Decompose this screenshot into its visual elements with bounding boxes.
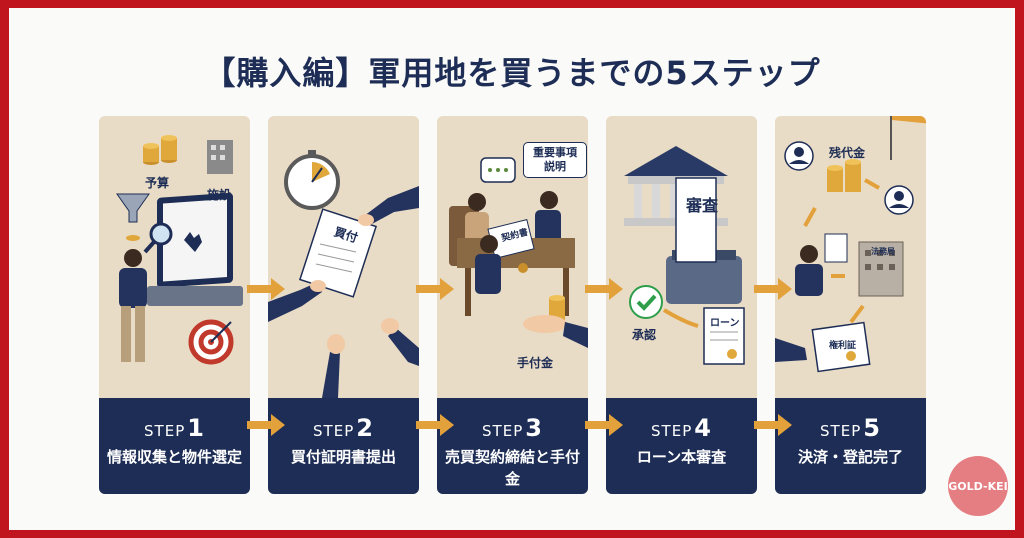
arrow-right-icon bbox=[416, 278, 454, 300]
arrow-right-icon bbox=[247, 278, 285, 300]
label-loan: ローン bbox=[710, 318, 740, 329]
loan-review-illustration bbox=[624, 146, 745, 365]
laptop-icon bbox=[147, 192, 243, 306]
label-facility: 施設 bbox=[207, 188, 232, 202]
step-footer-3: STEP3 売買契約締結と手付金 bbox=[437, 398, 588, 494]
arrow-right-icon bbox=[585, 414, 623, 436]
arrow-right-icon bbox=[585, 278, 623, 300]
label-explanation-bubble: 重要事項説明 bbox=[523, 142, 587, 178]
step-text-1: 情報収集と物件選定 bbox=[106, 448, 242, 466]
step-text-5: 決済・登記完了 bbox=[797, 448, 903, 466]
step-card-2: 買付 STEP2 買付証明書提出 bbox=[268, 116, 419, 494]
flow-arrow-icon bbox=[662, 308, 699, 328]
flag-icon bbox=[890, 116, 926, 160]
check-icon bbox=[629, 285, 663, 319]
stopwatch-icon bbox=[284, 150, 340, 210]
coins-icon bbox=[143, 135, 177, 165]
label-title-deed: 権利証 bbox=[829, 341, 857, 351]
arrow-right-icon bbox=[754, 278, 792, 300]
research-illustration bbox=[116, 135, 243, 365]
coins-icon bbox=[827, 159, 861, 192]
person-avatar-icon-2 bbox=[884, 185, 914, 215]
step-text-4: ローン本審査 bbox=[636, 448, 727, 466]
page-title: 【購入編】軍用地を買うまでの5ステップ bbox=[203, 54, 821, 92]
label-balance: 残代金 bbox=[829, 146, 866, 160]
step-footer-4: STEP4 ローン本審査 bbox=[606, 398, 757, 494]
person-icon bbox=[119, 249, 147, 362]
review-document-icon bbox=[675, 177, 717, 263]
arrow-right-icon bbox=[416, 414, 454, 436]
target-icon bbox=[188, 319, 234, 365]
magnifier-icon bbox=[143, 222, 173, 254]
step-footer-2: STEP2 買付証明書提出 bbox=[268, 398, 419, 494]
contract-illustration bbox=[449, 157, 588, 348]
settlement-illustration bbox=[775, 141, 914, 373]
brand-badge: GOLD-KEI bbox=[948, 456, 1008, 516]
step-card-5: 完了 残代金 法務局 権利証 STEP5 決済・登記完了 bbox=[775, 116, 926, 494]
title-deed-icon bbox=[811, 321, 871, 373]
step-card-1: 予算 施設 STEP1 情報収集と物件選定 bbox=[99, 116, 250, 494]
step-card-4: 審査 承認 ローン STEP4 ローン本審査 bbox=[606, 116, 757, 494]
arrow-right-icon bbox=[754, 414, 792, 436]
step-card-3: 重要事項説明 契約書 手付金 STEP3 売買契約締結と手付金 bbox=[437, 116, 588, 494]
hand-icon bbox=[775, 338, 807, 362]
coins-hand-icon bbox=[523, 295, 588, 348]
infographic-frame: 【購入編】軍用地を買うまでの5ステップ bbox=[9, 8, 1015, 530]
arrow-right-icon bbox=[247, 414, 285, 436]
step-label-1: STEP1 bbox=[144, 414, 205, 442]
person-avatar-icon bbox=[784, 141, 814, 171]
speech-bubble-icon bbox=[480, 157, 516, 183]
scrivener-icon bbox=[795, 233, 848, 296]
step-label-3: STEP3 bbox=[482, 414, 543, 442]
hands-icon bbox=[268, 186, 419, 398]
step-footer-5: STEP5 決済・登記完了 bbox=[775, 398, 926, 494]
step-text-2: 買付証明書提出 bbox=[290, 448, 396, 466]
label-budget: 予算 bbox=[145, 176, 170, 190]
meeting-icon bbox=[449, 191, 575, 316]
label-approval: 承認 bbox=[632, 328, 657, 342]
step-footer-1: STEP1 情報収集と物件選定 bbox=[99, 398, 250, 494]
label-legal-office: 法務局 bbox=[871, 247, 895, 256]
step-label-4: STEP4 bbox=[651, 414, 712, 442]
step-label-2: STEP2 bbox=[313, 414, 374, 442]
building-icon bbox=[207, 140, 233, 174]
document-icon bbox=[298, 208, 378, 298]
loan-scroll-icon bbox=[703, 307, 745, 365]
legal-office-building-icon bbox=[858, 241, 904, 297]
offer-illustration bbox=[268, 150, 419, 398]
funnel-icon bbox=[116, 193, 150, 223]
label-deposit: 手付金 bbox=[517, 356, 554, 370]
label-review: 審査 bbox=[686, 196, 719, 215]
step-label-5: STEP5 bbox=[820, 414, 881, 442]
step-text-3: 売買契約締結と手付金 bbox=[444, 448, 580, 488]
